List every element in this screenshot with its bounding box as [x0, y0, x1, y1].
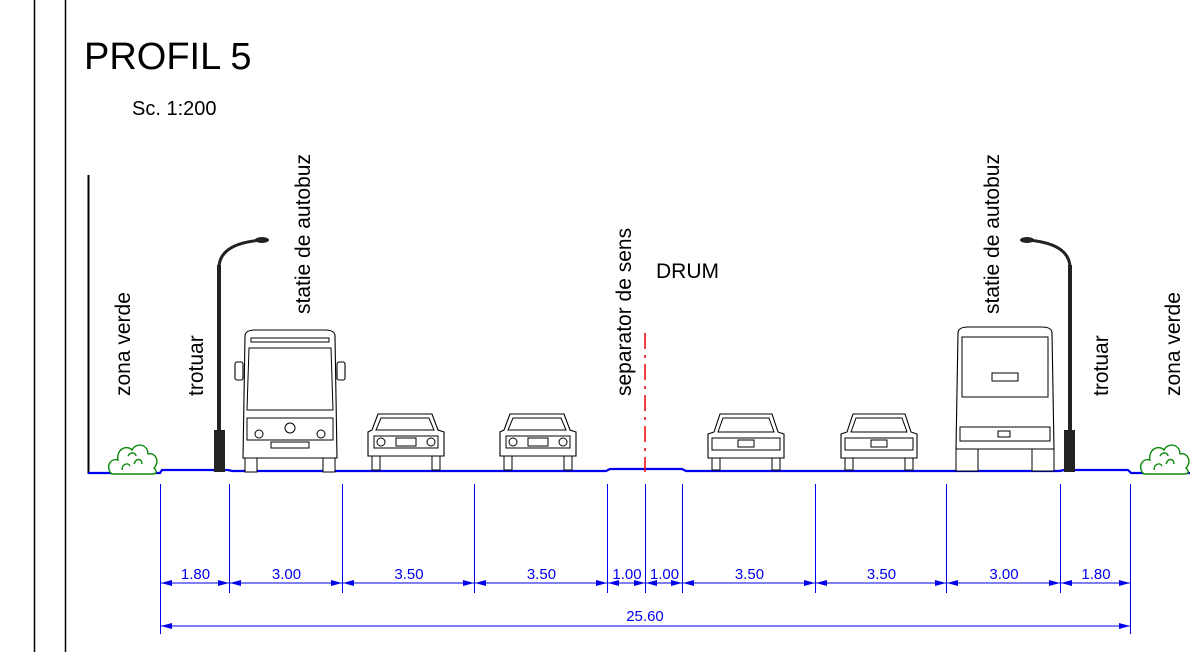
dimension-arrow	[947, 580, 958, 586]
segment-dimension-value: 3.50	[527, 566, 556, 583]
segment-dimension-value: 3.00	[989, 566, 1018, 583]
total-dimension-value: 25.60	[626, 608, 664, 625]
shrub-icon	[108, 444, 158, 475]
car-front-icon	[499, 413, 577, 471]
label-zona-verde-left: zona verde	[112, 292, 135, 396]
dimension-chains: 1.80 3.00 3.50 3.50 1.00 1.00 3.50 3.50 3.00 1.80…	[160, 484, 1131, 634]
segment-dimension-value: 3.00	[272, 566, 301, 583]
label-statie-right: statie de autobuz	[981, 154, 1004, 314]
profile-title: PROFIL 5	[84, 36, 252, 78]
segment-dimension-value: 1.00	[612, 566, 641, 583]
dimension-arrow	[935, 580, 946, 586]
bus-front-icon	[234, 329, 346, 473]
dimension-arrow	[671, 580, 682, 586]
dimension-arrow	[230, 580, 241, 586]
dimension-arrow	[683, 580, 694, 586]
street-lamp-icon	[214, 237, 269, 472]
car-rear-icon	[707, 413, 785, 471]
label-separator: separator de sens	[613, 228, 636, 396]
dimension-arrow	[608, 580, 619, 586]
street-lamp-icon	[1020, 237, 1075, 472]
dimension-arrow	[161, 580, 172, 586]
dimension-arrow	[634, 580, 645, 586]
dimension-arrow	[816, 580, 827, 586]
dimension-arrow	[646, 580, 657, 586]
dimension-arrow	[463, 580, 474, 586]
dimension-arrow	[1119, 580, 1130, 586]
segment-dimension-value: 3.50	[394, 566, 423, 583]
label-trotuar-left: trotuar	[185, 335, 208, 396]
shrub-icon	[1140, 444, 1190, 475]
dimension-arrow	[1061, 580, 1072, 586]
segment-dimension-value: 3.50	[735, 566, 764, 583]
segment-dimension-value: 1.80	[181, 566, 210, 583]
car-rear-icon	[840, 413, 918, 471]
dimension-arrow	[475, 580, 486, 586]
dimension-arrow	[343, 580, 354, 586]
label-zona-verde-right: zona verde	[1162, 292, 1185, 396]
dimension-arrow	[804, 580, 815, 586]
segment-dimension-value: 1.80	[1081, 566, 1110, 583]
label-trotuar-right: trotuar	[1090, 335, 1113, 396]
dimension-arrow	[1049, 580, 1060, 586]
dimension-arrow	[596, 580, 607, 586]
dimension-arrow	[218, 580, 229, 586]
dimension-arrow	[1119, 623, 1130, 629]
label-statie-left: statie de autobuz	[292, 154, 315, 314]
dimension-arrow	[331, 580, 342, 586]
segment-dimension-value: 3.50	[867, 566, 896, 583]
scale-label: Sc. 1:200	[132, 98, 217, 120]
label-drum: DRUM	[656, 260, 719, 283]
dimension-arrow	[161, 623, 172, 629]
bus-rear-icon	[955, 326, 1055, 472]
car-front-icon	[367, 413, 445, 471]
segment-dimension-value: 1.00	[650, 566, 679, 583]
